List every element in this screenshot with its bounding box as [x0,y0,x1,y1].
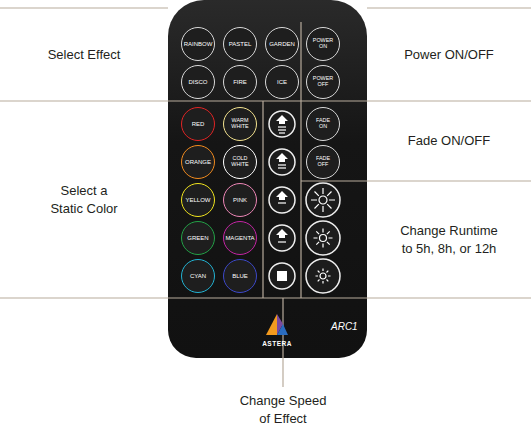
region-borders [0,8,531,387]
callout-box: Select Effect [0,8,168,101]
remote-button: YELLOW [181,183,215,217]
button-label: ORANGE [185,159,211,166]
remote-button: FADE OFF [306,145,340,179]
button-label: COLD WHITE [225,156,256,168]
button-label: FADE ON [308,118,339,130]
button-label: PINK [233,197,247,204]
button-label: YELLOW [185,197,210,204]
remote-button: GREEN [181,221,215,255]
remote-button: DISCO [181,65,215,99]
callout-text: Fade ON/OFF [408,132,490,150]
remote-button: PASTEL [223,27,257,61]
remote-body: ASTERA ARC1 RAINBOW PASTEL GARDEN POWER ON DIS… [168,0,367,358]
remote-button: POWER OFF [306,65,340,99]
button-label: FIRE [233,79,247,86]
button-label: POWER OFF [308,76,339,88]
remote-button: RAINBOW [181,27,215,61]
remote-button: PINK [223,183,257,217]
callout-box: Change Runtime to 5h, 8h, or 12h [367,181,531,298]
brand-logo [266,314,288,335]
button-label: ICE [277,79,287,86]
remote-button: CYAN [181,259,215,293]
button-label: POWER ON [308,38,339,50]
callout-text: Power ON/OFF [404,46,494,64]
button-label: FADE OFF [308,156,339,168]
callout-box: Fade ON/OFF [367,101,531,181]
remote-button: COLD WHITE [223,145,257,179]
button-label: GREEN [187,235,208,242]
button-label: RAINBOW [184,41,213,48]
button-label: CYAN [190,273,206,280]
remote-button: MAGENTA [223,221,257,255]
button-label: BLUE [232,273,248,280]
callout-box: Select a Static Color [0,101,168,298]
remote-button: BLUE [223,259,257,293]
brand-name: ASTERA [262,340,292,347]
callout-text: Select a Static Color [44,182,124,217]
button-label: PASTEL [229,41,252,48]
remote-button: WARM WHITE [223,107,257,141]
button-label: MAGENTA [225,235,254,242]
callout-box: Power ON/OFF [367,8,531,101]
remote-button: ORANGE [181,145,215,179]
remote-button: FADE ON [306,107,340,141]
speed-buttons [269,111,295,289]
model-name: ARC1 [331,321,358,332]
remote-button: ICE [265,65,299,99]
button-label: DISCO [188,79,207,86]
button-label: RED [192,121,205,128]
button-label: GARDEN [269,41,295,48]
callout-label: Change Speed of Effect [233,392,333,427]
button-label: WARM WHITE [225,118,256,130]
remote-button: GARDEN [265,27,299,61]
callout-text: Change Runtime to 5h, 8h, or 12h [397,222,502,257]
remote-button: POWER ON [306,27,340,61]
callout-text: Select Effect [48,46,121,64]
remote-button: RED [181,107,215,141]
runtime-buttons [306,183,340,293]
remote-button: FIRE [223,65,257,99]
